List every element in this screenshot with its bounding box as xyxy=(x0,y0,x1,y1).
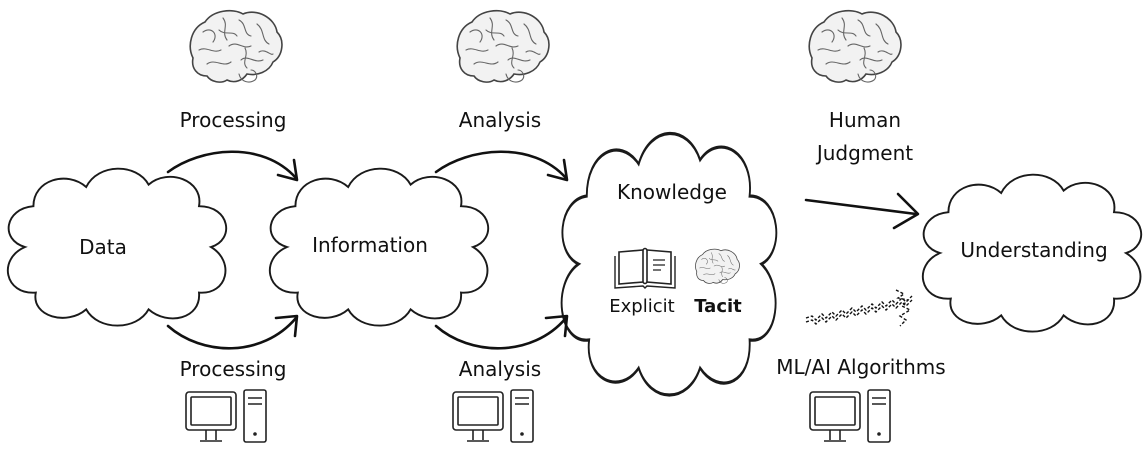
arrow-information-to-knowledge-top xyxy=(434,150,568,180)
label-processing-top: Processing xyxy=(180,108,287,132)
label-analysis-top: Analysis xyxy=(459,108,541,132)
label-processing-bottom: Processing xyxy=(180,357,287,381)
node-data: Data xyxy=(79,235,127,259)
arrowhead-information-knowledge-top xyxy=(546,158,569,182)
node-knowledge: Knowledge xyxy=(617,180,727,204)
node-understanding: Understanding xyxy=(960,238,1107,262)
brain-icon-judgment xyxy=(808,9,902,83)
arrowhead-information-knowledge-bottom xyxy=(544,314,569,338)
node-explicit: Explicit xyxy=(609,296,674,317)
computer-icon-processing xyxy=(185,389,267,443)
computer-icon-ml-ai xyxy=(809,389,891,443)
arrow-ml-ai-dashed xyxy=(805,289,913,327)
node-tacit: Tacit xyxy=(694,296,742,317)
arrowhead-data-information-top xyxy=(276,158,299,182)
label-ml-ai: ML/AI Algorithms xyxy=(776,355,945,379)
open-book-icon xyxy=(614,247,676,289)
brain-icon-processing xyxy=(189,9,283,83)
arrowhead-data-information-bottom xyxy=(274,314,299,338)
arrow-data-to-information-bottom xyxy=(166,316,298,350)
brain-icon-analysis xyxy=(456,9,550,83)
label-judgment: Judgment xyxy=(815,141,913,165)
arrow-information-to-knowledge-bottom xyxy=(434,316,568,350)
computer-icon-analysis xyxy=(452,389,534,443)
arrowhead-knowledge-understanding xyxy=(892,192,920,230)
arrow-knowledge-to-understanding xyxy=(804,198,918,216)
arrow-data-to-information-top xyxy=(166,150,298,180)
node-information: Information xyxy=(312,233,428,257)
label-human: Human xyxy=(829,108,901,132)
label-analysis-bottom: Analysis xyxy=(459,357,541,381)
